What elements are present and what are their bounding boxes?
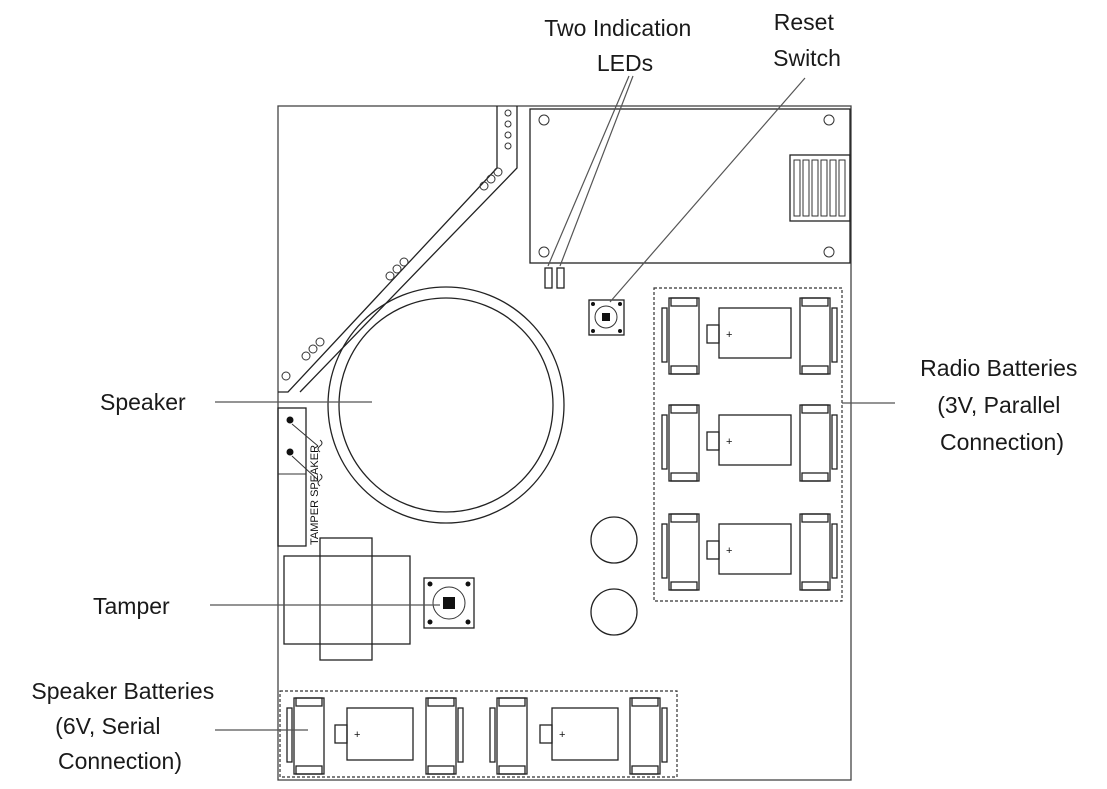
label-leds-line-1: Two Indication bbox=[544, 15, 691, 41]
label-speaker-batteries-line-1: Speaker Batteries bbox=[31, 678, 214, 704]
module-connector bbox=[793, 159, 846, 217]
label-reset-line-2: Switch bbox=[773, 45, 841, 71]
label-tamper: Tamper bbox=[93, 593, 170, 619]
leader-leds-2 bbox=[559, 75, 634, 267]
leader-reset bbox=[609, 77, 806, 303]
board-outline bbox=[277, 105, 852, 781]
label-leds: Two Indication LEDs bbox=[544, 15, 697, 76]
label-reset-line-1: Reset bbox=[774, 9, 835, 35]
speaker-batteries-box bbox=[279, 690, 678, 778]
label-leds-line-2: LEDs bbox=[597, 50, 653, 76]
plus-sign: + bbox=[726, 436, 732, 448]
label-radio-line-3: Connection) bbox=[940, 429, 1064, 455]
tamper-speaker-connector: TAMPER SPEAKER bbox=[277, 407, 323, 547]
round-component-lower bbox=[590, 588, 638, 636]
label-radio-batteries: Radio Batteries (3V, Parallel Connection… bbox=[920, 355, 1084, 455]
label-speaker: Speaker bbox=[100, 389, 186, 415]
radio-battery-3: + bbox=[661, 513, 838, 591]
diagonal-strip bbox=[278, 106, 518, 393]
plus-sign: + bbox=[726, 545, 732, 557]
leader-leds-1 bbox=[547, 75, 630, 267]
label-radio-line-2: (3V, Parallel bbox=[937, 392, 1060, 418]
plus-sign: + bbox=[354, 729, 360, 741]
plus-sign: + bbox=[559, 729, 565, 741]
radio-battery-2: + bbox=[661, 404, 838, 482]
label-reset-switch: Reset Switch bbox=[773, 9, 841, 71]
radio-batteries-box bbox=[653, 287, 843, 602]
label-speaker-batteries-line-2: (6V, Serial bbox=[55, 713, 160, 739]
indication-leds bbox=[544, 267, 565, 289]
radio-module bbox=[529, 108, 851, 264]
reset-switch bbox=[588, 299, 625, 336]
plus-sign: + bbox=[726, 329, 732, 341]
speaker-battery-2: + bbox=[489, 697, 668, 775]
speaker bbox=[327, 286, 565, 524]
label-speaker-batteries-line-3: Connection) bbox=[58, 748, 182, 774]
transformer-block bbox=[283, 537, 411, 661]
round-component-upper bbox=[590, 516, 638, 564]
label-speaker-batteries: Speaker Batteries (6V, Serial Connection… bbox=[31, 678, 220, 774]
tamper-speaker-text: TAMPER SPEAKER bbox=[309, 445, 321, 545]
radio-battery-1: + bbox=[661, 297, 838, 375]
label-radio-line-1: Radio Batteries bbox=[920, 355, 1077, 381]
tamper-switch bbox=[423, 577, 475, 629]
speaker-battery-1: + bbox=[286, 697, 464, 775]
